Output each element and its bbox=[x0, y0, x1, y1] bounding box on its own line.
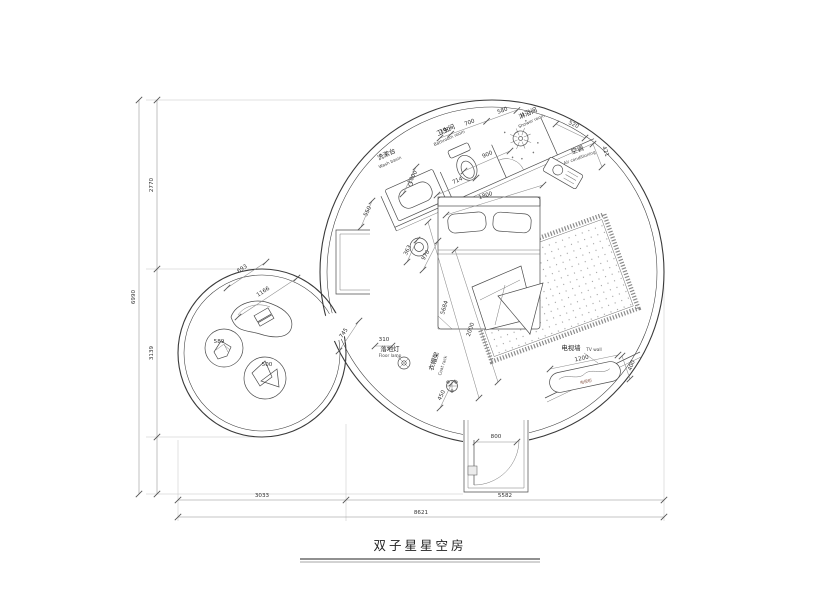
dim-6990: 6990 bbox=[131, 289, 137, 304]
room-walls bbox=[177, 99, 665, 445]
dim-589: 589 bbox=[214, 339, 225, 345]
passage-opening bbox=[320, 313, 348, 341]
dim-190: 190 bbox=[440, 126, 452, 135]
coat-rack-label-zh: 衣帽架 bbox=[426, 350, 441, 372]
shower-spray-dots bbox=[503, 120, 539, 160]
dim-3033: 3033 bbox=[255, 493, 270, 499]
throw-blanket bbox=[471, 265, 544, 335]
floor-lamp-label-zh: 落地灯 bbox=[380, 344, 400, 353]
dim-714: 714 bbox=[452, 176, 465, 186]
entry-door bbox=[463, 420, 529, 496]
lounge-desk bbox=[230, 300, 293, 338]
floor-lamp-label-en: Floor lamp bbox=[379, 353, 402, 359]
extension-lines bbox=[146, 99, 665, 521]
bed-pillow-right bbox=[492, 211, 532, 234]
dim-8621: 8621 bbox=[414, 510, 429, 516]
tv-wall-leader bbox=[583, 352, 599, 364]
bed-corner-fold bbox=[437, 315, 453, 330]
air-conditioner-unit bbox=[542, 156, 584, 190]
laptop bbox=[253, 307, 275, 327]
dim-800: 800 bbox=[491, 434, 502, 440]
dim-2000: 2000 bbox=[466, 322, 476, 338]
dim-580: 580 bbox=[497, 106, 509, 115]
dim-520: 520 bbox=[567, 120, 580, 130]
dim-421: 421 bbox=[600, 146, 610, 159]
coat-rack bbox=[446, 380, 458, 393]
dim-693: 693 bbox=[236, 264, 249, 275]
dim-500: 500 bbox=[262, 362, 273, 368]
bathroom-divider-3 bbox=[540, 118, 558, 156]
door-swing-arc bbox=[473, 439, 520, 486]
tv-cabinet-label: 电视柜 bbox=[579, 377, 592, 385]
dim-450: 450 bbox=[437, 389, 447, 402]
tv-wall-label-zh: 电视墙 bbox=[561, 343, 581, 352]
floor-lamp-leader bbox=[395, 355, 402, 361]
lounge-room-inner-wall bbox=[183, 274, 341, 432]
dim-550: 550 bbox=[363, 205, 373, 218]
dim-5582: 5582 bbox=[498, 493, 512, 499]
door-stop bbox=[467, 465, 478, 476]
dim-5684: 5684 bbox=[440, 300, 450, 316]
lounge-chair-small bbox=[204, 328, 244, 368]
washbasin-counter bbox=[385, 169, 446, 221]
dim-900: 900 bbox=[482, 150, 495, 160]
dim-310: 310 bbox=[379, 337, 390, 343]
bathroom-divider-2 bbox=[491, 144, 507, 178]
dim-970: 970 bbox=[421, 249, 432, 262]
vestibule-inner-wall bbox=[467, 420, 525, 489]
dim-2770: 2770 bbox=[149, 177, 155, 192]
title-block: 双子星星空房 bbox=[300, 538, 540, 563]
dim-400: 400 bbox=[627, 359, 636, 371]
bed-headboard bbox=[437, 196, 541, 207]
dim-363: 363 bbox=[403, 244, 413, 257]
lounge-room-outer-wall bbox=[177, 268, 347, 438]
dim-1800: 1800 bbox=[478, 191, 494, 201]
dim-3139: 3139 bbox=[149, 345, 155, 360]
dim-745: 745 bbox=[339, 327, 350, 340]
tv-wall-label-en: TV wall bbox=[585, 347, 601, 353]
bathroom-end-wall bbox=[380, 196, 397, 232]
toilet bbox=[447, 142, 478, 181]
bed-pillow-left bbox=[447, 211, 487, 234]
wardrobe-niche-inner bbox=[339, 233, 370, 291]
floor-lamp bbox=[395, 355, 411, 370]
drawing-title: 双子星星空房 bbox=[373, 538, 466, 553]
wardrobe-niche bbox=[335, 229, 370, 295]
bathroom-partition-wall bbox=[394, 138, 595, 228]
tv-bench: 电视柜 bbox=[549, 361, 621, 393]
shower-door-swing bbox=[498, 158, 524, 171]
dim-1200: 1200 bbox=[574, 355, 590, 364]
dim-700: 700 bbox=[464, 118, 476, 127]
washbasin-faucet bbox=[408, 181, 413, 187]
ac-label-zh: 空调 bbox=[570, 143, 585, 156]
vestibule-outer-wall bbox=[463, 420, 529, 493]
lounge-chair-large bbox=[243, 356, 287, 400]
bathroom-divider-1 bbox=[439, 171, 454, 202]
shower-head bbox=[509, 127, 532, 150]
